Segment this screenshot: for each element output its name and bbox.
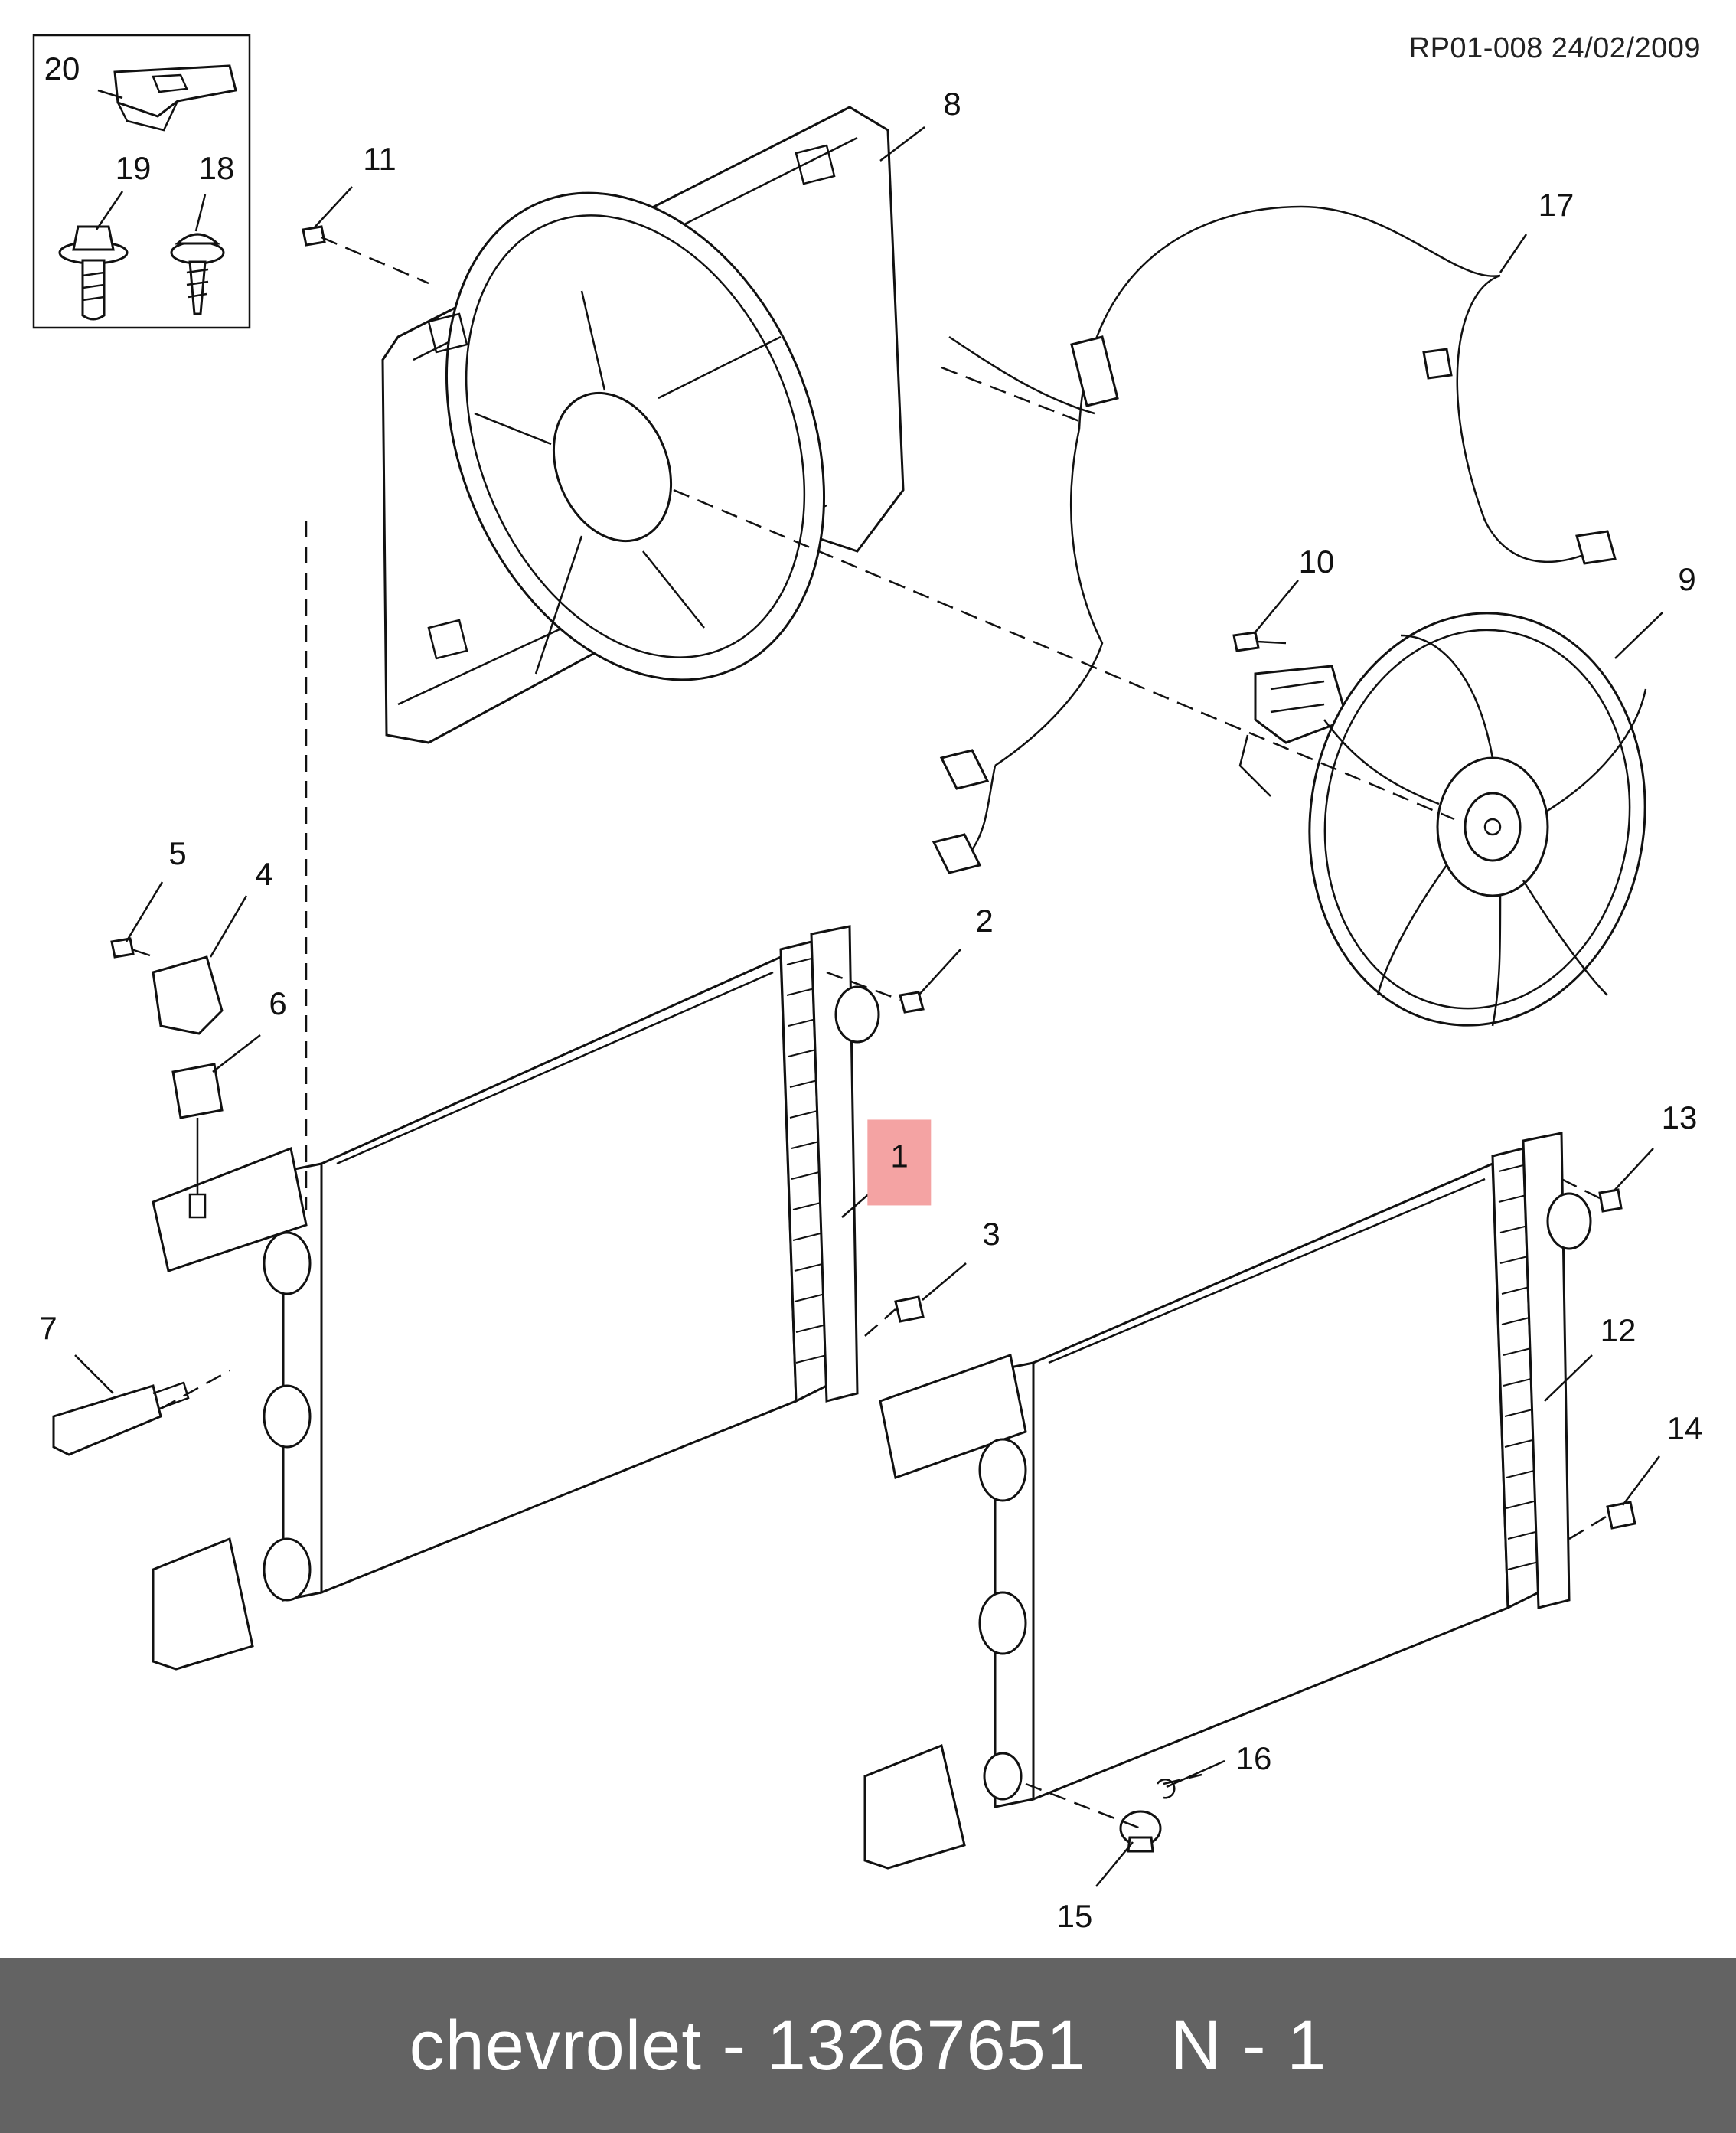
- small-parts: [52, 225, 1636, 1853]
- part-number-banner: chevrolet - 13267651 N - 1: [0, 1958, 1736, 2133]
- callout-12: 12: [1600, 1312, 1636, 1348]
- radiator-alternate: [863, 1132, 1592, 1870]
- leader-lines: [74, 89, 1663, 1887]
- callout-17: 17: [1538, 187, 1574, 223]
- callout-9: 9: [1678, 561, 1696, 597]
- callout-16: 16: [1235, 1740, 1272, 1776]
- callout-5: 5: [168, 835, 187, 871]
- drawing-reference: RP01-008 24/02/2009: [1408, 32, 1701, 64]
- callout-15: 15: [1056, 1898, 1093, 1934]
- callout-8: 8: [943, 86, 961, 122]
- callout-6: 6: [269, 985, 287, 1021]
- wiring-harness: [932, 205, 1617, 874]
- fan-motor-bracket: [1232, 631, 1349, 797]
- exploded-parts-diagram: [32, 34, 1663, 1887]
- part-number-text: chevrolet - 13267651: [409, 2006, 1086, 2085]
- callout-19: 19: [115, 150, 152, 186]
- callout-10: 10: [1298, 544, 1335, 580]
- callout-3: 3: [982, 1216, 1000, 1252]
- callout-11: 11: [363, 141, 396, 177]
- quantity-text: N - 1: [1170, 2006, 1327, 2085]
- cooling-fan: [1308, 612, 1647, 1027]
- radiator-main: [152, 925, 880, 1671]
- callout-13: 13: [1661, 1099, 1698, 1135]
- callout-2: 2: [975, 903, 994, 939]
- assembly-lines: [160, 236, 1608, 1830]
- callout-18: 18: [198, 150, 235, 186]
- callout-14: 14: [1666, 1410, 1703, 1446]
- small-parts-inset: [32, 34, 251, 329]
- callout-1: 1: [867, 1119, 932, 1206]
- callout-20: 20: [44, 51, 80, 87]
- fan-shroud: [381, 106, 905, 744]
- callout-7: 7: [39, 1310, 57, 1346]
- callout-4: 4: [255, 856, 273, 892]
